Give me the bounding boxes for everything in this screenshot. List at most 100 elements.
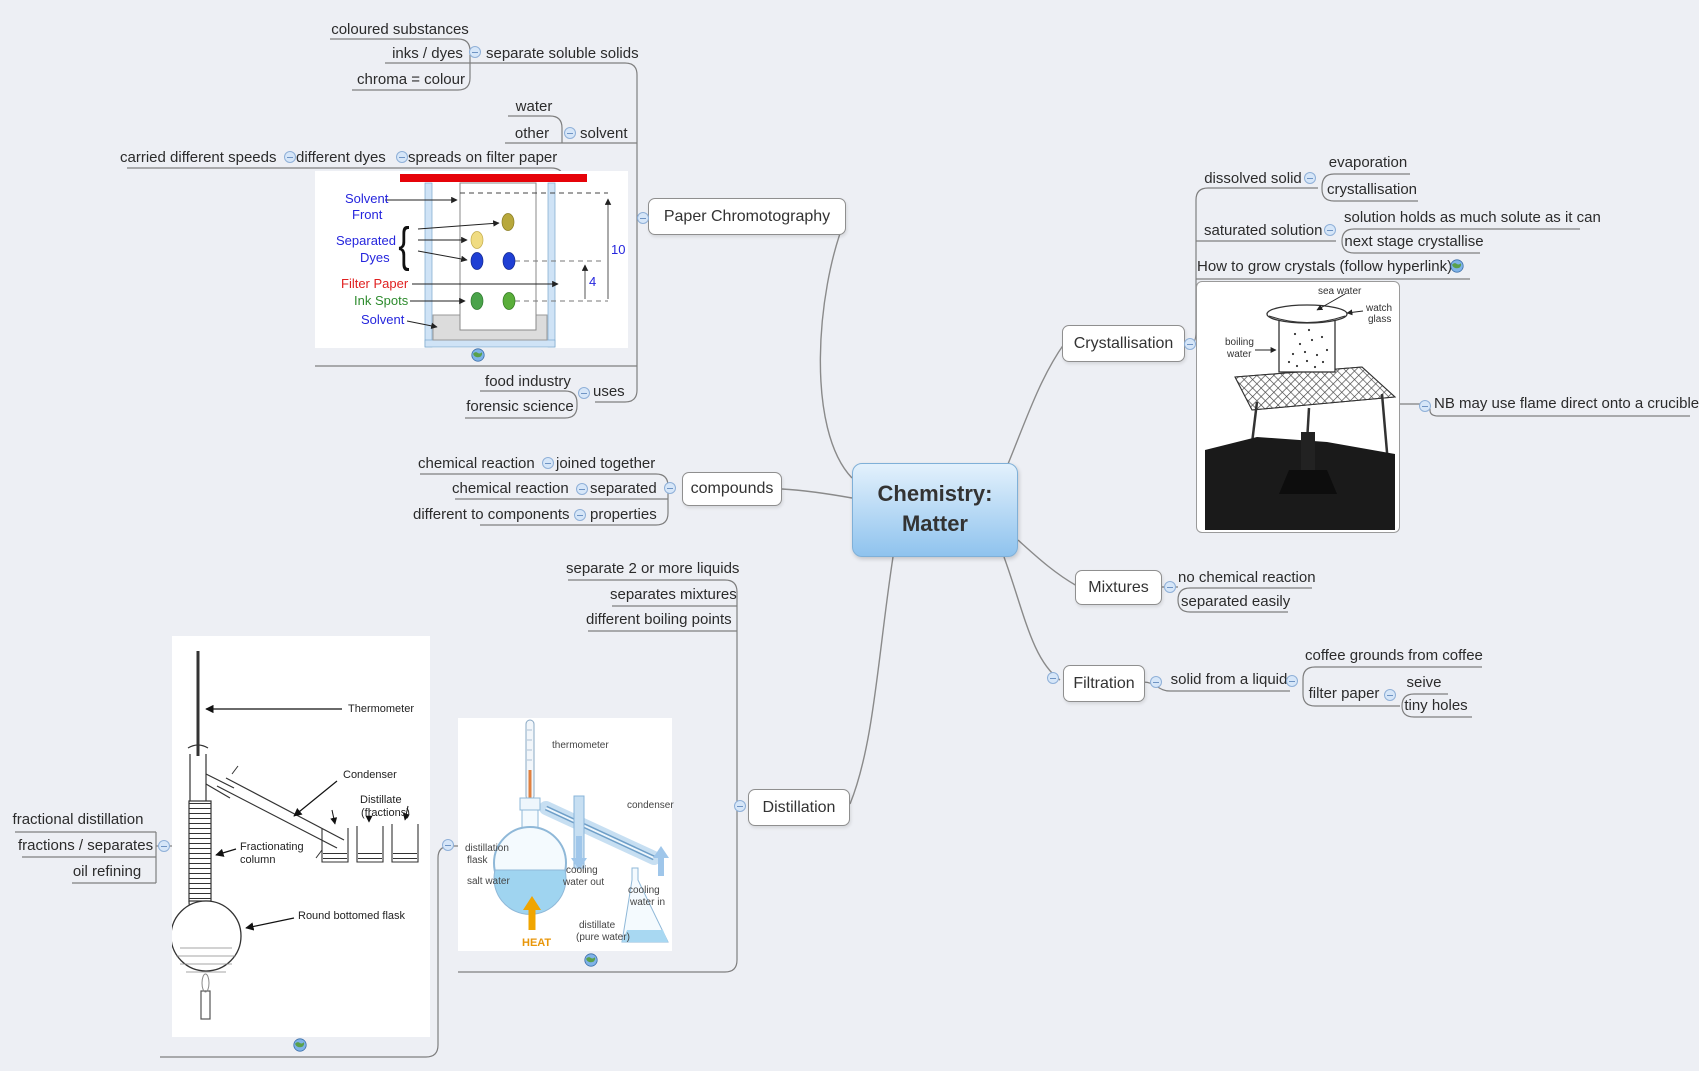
- topic-distillation[interactable]: Distillation: [748, 789, 850, 826]
- collapse-icon-joined-together[interactable]: [542, 457, 554, 469]
- chromatography-image[interactable]: Solvent Front Separated Dyes { Filter Pa…: [315, 171, 628, 348]
- collapse-icon-solid-from-liquid[interactable]: [1286, 675, 1298, 687]
- chroma-label-filter-paper: Filter Paper: [341, 276, 409, 291]
- topic-compounds[interactable]: compounds: [682, 472, 782, 506]
- node-water[interactable]: water: [515, 98, 553, 115]
- node-evaporation[interactable]: evaporation: [1328, 154, 1408, 171]
- fractional-distillation-drawing: [172, 651, 419, 1020]
- collapse-icon-colour-image[interactable]: [442, 839, 454, 851]
- cry-label-boiling-2: water: [1227, 349, 1252, 360]
- node-solution-holds[interactable]: solution holds as much solute as it can: [1344, 209, 1601, 226]
- bw-label-condenser: Condenser: [343, 769, 397, 781]
- node-separated-easily[interactable]: separated easily: [1181, 593, 1291, 610]
- node-chroma-colour[interactable]: chroma = colour: [357, 71, 465, 88]
- node-fractional-distillation[interactable]: fractional distillation: [12, 811, 144, 828]
- topic-crystallisation[interactable]: Crystallisation: [1062, 325, 1185, 362]
- node-fractions-separates[interactable]: fractions / separates: [18, 837, 154, 854]
- bw-label-thermometer: Thermometer: [348, 703, 415, 715]
- collapse-icon-distillation[interactable]: [734, 800, 746, 812]
- crystallisation-drawing: [1205, 293, 1397, 530]
- hyperlink-globe-icon-chromatography[interactable]: [471, 348, 485, 362]
- topic-paper-chromotography[interactable]: Paper Chromotography: [648, 198, 846, 235]
- node-filter-paper[interactable]: filter paper: [1308, 685, 1380, 702]
- collapse-icon-paper-chromotography[interactable]: [637, 212, 649, 224]
- node-solvent[interactable]: solvent: [580, 125, 628, 142]
- cry-label-watch-glass-2: glass: [1368, 314, 1392, 325]
- collapse-icon-compounds[interactable]: [664, 482, 676, 494]
- collapse-icon-filter-paper[interactable]: [1384, 689, 1396, 701]
- node-chemical-reaction-1[interactable]: chemical reaction: [418, 455, 535, 472]
- cd-label-distillation-flask-2: flask: [467, 855, 488, 866]
- node-forensic-science[interactable]: forensic science: [466, 398, 574, 415]
- collapse-icon-uses[interactable]: [578, 387, 590, 399]
- collapse-icon-spreads[interactable]: [396, 151, 408, 163]
- node-dissolved-solid[interactable]: dissolved solid: [1204, 170, 1302, 187]
- cd-label-heat: HEAT: [522, 937, 552, 949]
- cd-label-salt-water: salt water: [467, 876, 510, 887]
- node-other[interactable]: other: [514, 125, 550, 142]
- node-no-chemical-reaction[interactable]: no chemical reaction: [1178, 569, 1316, 586]
- cd-label-distillate-1: distillate: [579, 920, 616, 931]
- node-separated[interactable]: separated: [590, 480, 657, 497]
- node-uses[interactable]: uses: [593, 383, 625, 400]
- collapse-icon-saturated-solution[interactable]: [1324, 224, 1336, 236]
- node-chemical-reaction-2[interactable]: chemical reaction: [452, 480, 569, 497]
- hyperlink-globe-icon-distillation-colour[interactable]: [584, 953, 598, 967]
- node-separates-mixtures[interactable]: separates mixtures: [610, 586, 737, 603]
- node-solid-from-liquid[interactable]: solid from a liquid: [1170, 671, 1288, 688]
- root-title-line1: Chemistry:: [877, 481, 993, 506]
- fractional-distillation-image[interactable]: Thermometer Condenser Distillate (fracti…: [172, 636, 430, 1037]
- collapse-icon-bw-image[interactable]: [158, 840, 170, 852]
- node-next-stage-crystallise[interactable]: next stage crystallise: [1344, 233, 1484, 250]
- hyperlink-globe-icon-how-to-grow[interactable]: [1450, 259, 1464, 273]
- chroma-label-solvent-front-2: Front: [352, 207, 383, 222]
- collapse-icon-mixtures[interactable]: [1164, 581, 1176, 593]
- node-coffee-grounds[interactable]: coffee grounds from coffee: [1305, 647, 1483, 664]
- chroma-label-separated: Separated: [336, 233, 396, 248]
- node-joined-together[interactable]: joined together: [556, 455, 656, 472]
- node-different-boiling-points[interactable]: different boiling points: [586, 611, 732, 628]
- collapse-icon-separated[interactable]: [576, 483, 588, 495]
- node-properties[interactable]: properties: [590, 506, 657, 523]
- node-how-to-grow-crystals[interactable]: How to grow crystals (follow hyperlink): [1197, 258, 1453, 275]
- node-coloured-substances[interactable]: coloured substances: [331, 21, 469, 38]
- root-topic-chemistry-matter[interactable]: Chemistry: Matter: [852, 463, 1018, 557]
- node-saturated-solution[interactable]: saturated solution: [1204, 222, 1323, 239]
- node-different-to-components[interactable]: different to components: [413, 506, 570, 523]
- node-oil-refining[interactable]: oil refining: [72, 863, 142, 880]
- node-crystallisation-child[interactable]: crystallisation: [1326, 181, 1418, 198]
- bw-label-distillate-1: Distillate: [360, 794, 402, 806]
- collapse-icon-filtration-left[interactable]: [1047, 672, 1059, 684]
- node-carried-different-speeds[interactable]: carried different speeds: [120, 149, 277, 166]
- node-tiny-holes[interactable]: tiny holes: [1404, 697, 1468, 714]
- topic-mixtures[interactable]: Mixtures: [1075, 570, 1162, 605]
- collapse-icon-crystallisation[interactable]: [1184, 338, 1196, 350]
- node-inks-dyes[interactable]: inks / dyes: [392, 45, 463, 62]
- collapse-icon-properties[interactable]: [574, 509, 586, 521]
- collapse-icon-solvent[interactable]: [564, 127, 576, 139]
- topic-filtration[interactable]: Filtration: [1063, 665, 1145, 702]
- root-title-line2: Matter: [901, 511, 968, 536]
- cd-label-thermometer: thermometer: [552, 740, 609, 751]
- cd-label-distillate-2: (pure water): [576, 932, 630, 943]
- chroma-label-solvent-front-1: Solvent: [345, 191, 389, 206]
- collapse-icon-filtration[interactable]: [1150, 676, 1162, 688]
- node-separate-soluble-solids[interactable]: separate soluble solids: [486, 45, 639, 62]
- node-nb-flame-crucible[interactable]: NB may use flame direct onto a crucible: [1434, 395, 1699, 412]
- hyperlink-globe-icon-distillation-bw[interactable]: [293, 1038, 307, 1052]
- distillation-colour-image[interactable]: thermometer condenser distillation flask…: [458, 718, 674, 951]
- chroma-label-solvent: Solvent: [361, 312, 405, 327]
- collapse-icon-nb-note[interactable]: [1419, 400, 1431, 412]
- node-separate-2-or-more-liquids[interactable]: separate 2 or more liquids: [566, 560, 740, 577]
- collapse-icon-dissolved-solid[interactable]: [1304, 172, 1316, 184]
- collapse-icon-different-dyes[interactable]: [284, 151, 296, 163]
- node-seive[interactable]: seive: [1406, 674, 1442, 691]
- node-spreads-on-filter-paper[interactable]: spreads on filter paper: [408, 149, 558, 166]
- crystallisation-image[interactable]: sea water watch glass boiling water: [1196, 281, 1400, 533]
- cd-label-cooling-out-1: cooling: [566, 865, 598, 876]
- collapse-icon-separate-soluble[interactable]: [469, 46, 481, 58]
- bw-label-fractionating: Fractionating: [240, 841, 304, 853]
- node-food-industry[interactable]: food industry: [485, 373, 571, 390]
- node-different-dyes[interactable]: different dyes: [296, 149, 386, 166]
- chroma-label-ink-spots: Ink Spots: [354, 293, 409, 308]
